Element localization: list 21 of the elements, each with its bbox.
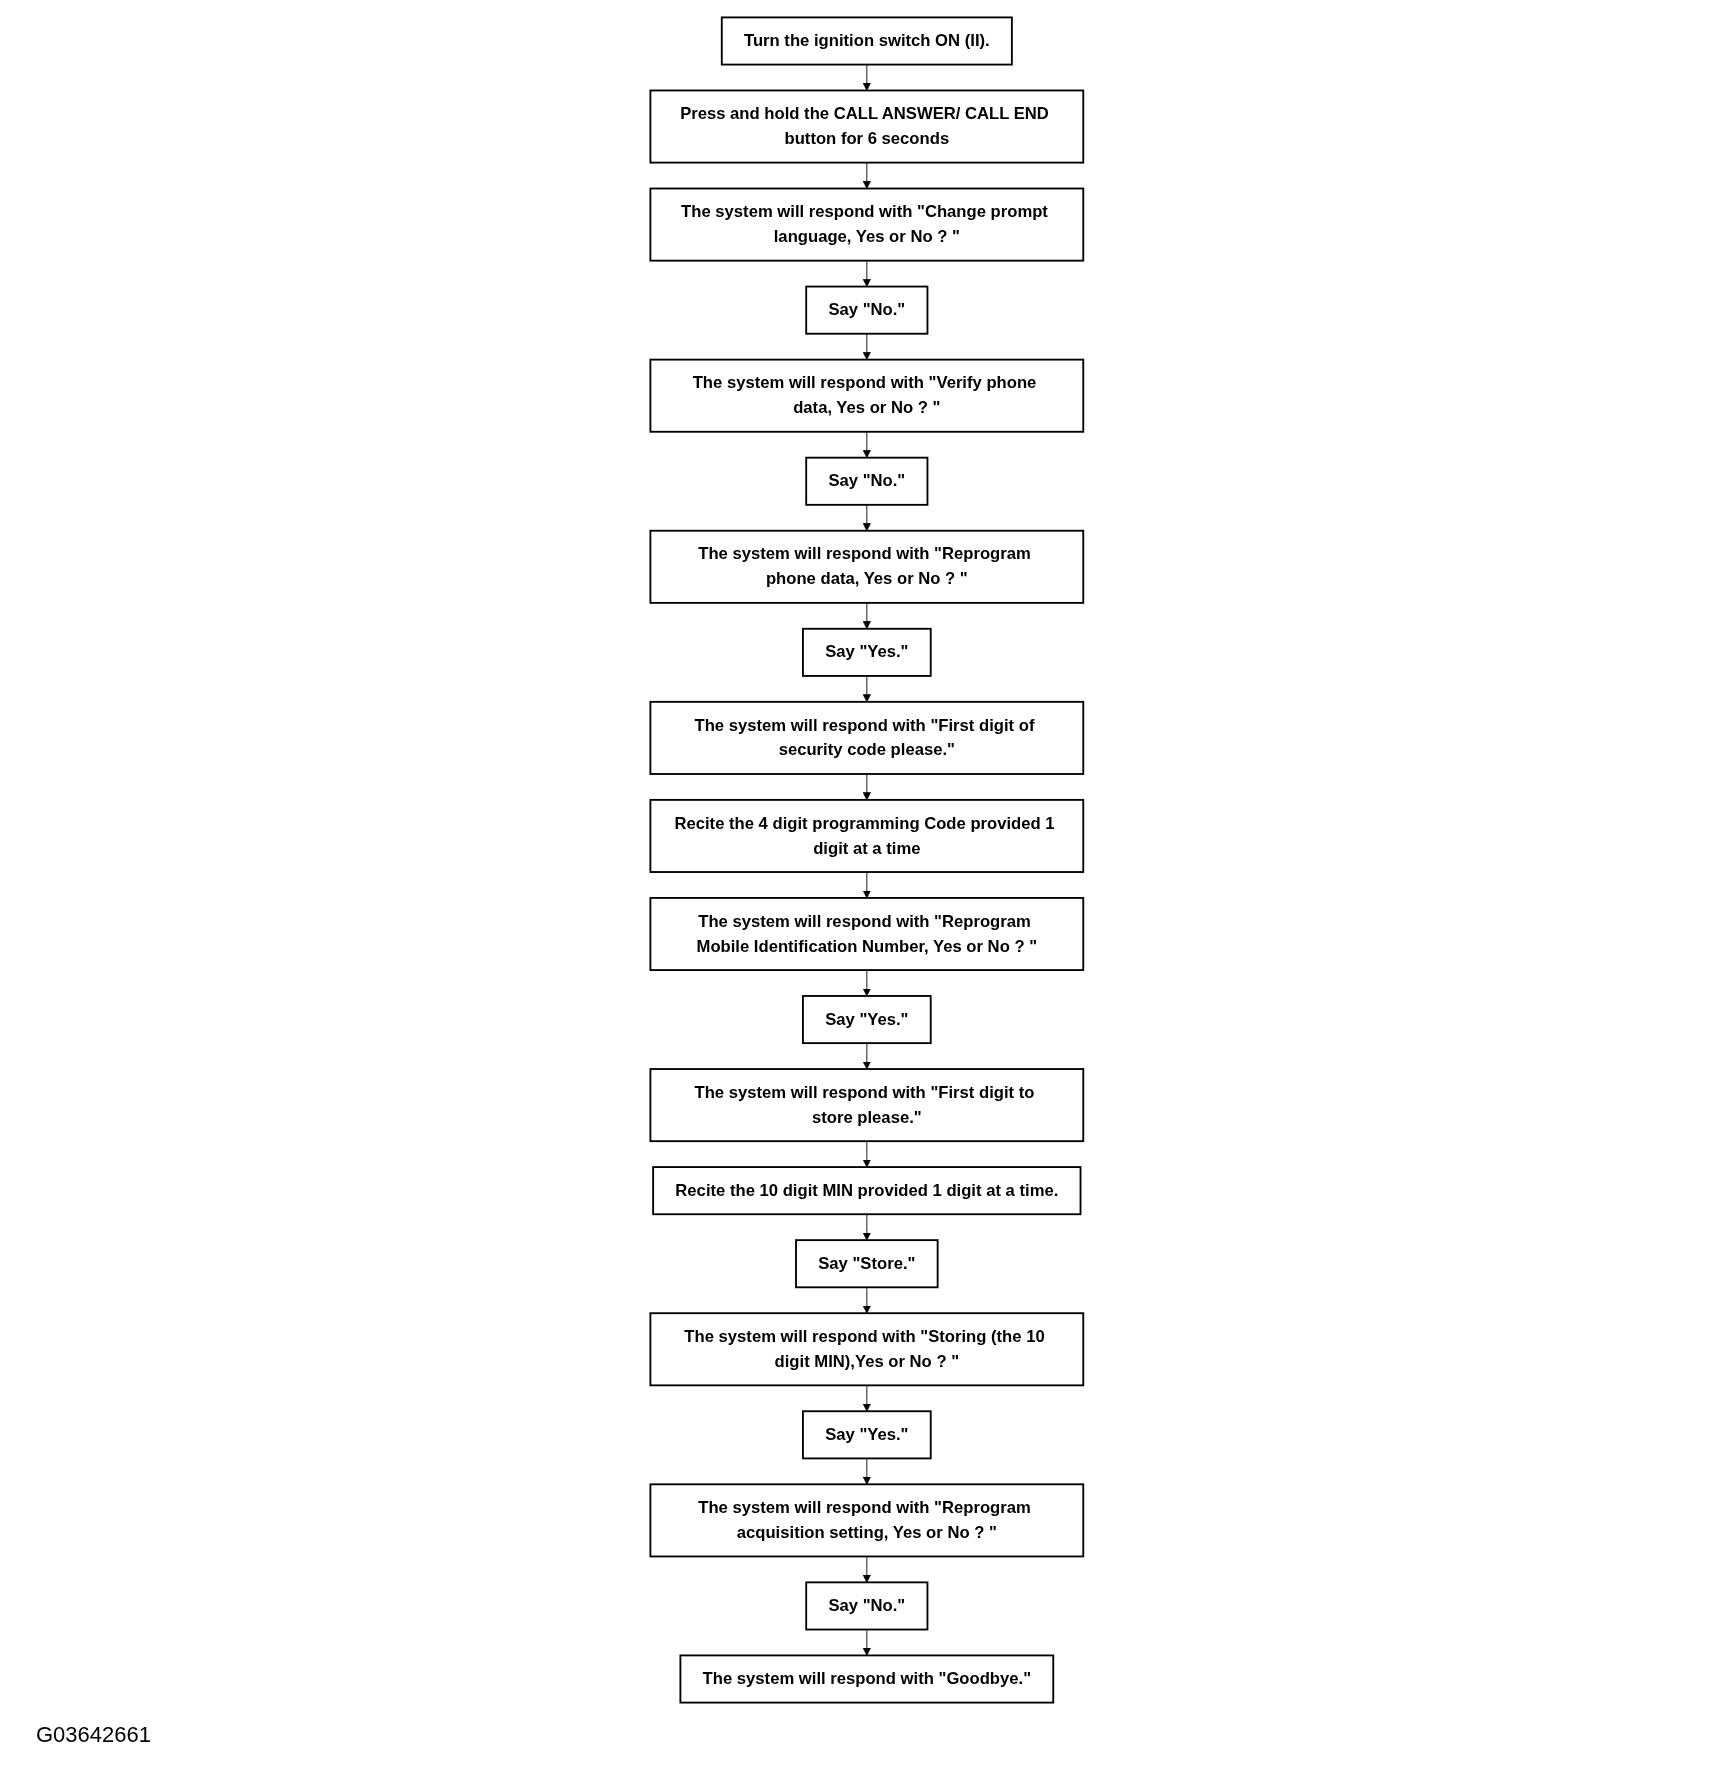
node-box: Say "Yes." <box>801 995 932 1045</box>
node-box: The system will respond with "Reprogram Mobile Identification Number, Yes or No ? " <box>649 897 1084 971</box>
node-box: Say "No." <box>804 285 929 335</box>
node-box: The system will respond with "Reprogram acquisition setting, Yes or No ? " <box>649 1483 1084 1558</box>
node-box: Say "No." <box>804 1581 929 1631</box>
node-box: Press and hold the CALL ANSWER/ CALL END button for 6 seconds <box>649 89 1084 164</box>
node-box: The system will respond with "Storing (the 10 digit MIN),Yes or No ? " <box>649 1312 1084 1387</box>
node-box: Say "No." <box>804 456 929 506</box>
node-box: The system will respond with "Change prompt language, Yes or No ? " <box>649 187 1084 262</box>
node-box: Recite the 4 digit programming Code provided 1 digit at a time <box>649 798 1084 873</box>
node-box: The system will respond with "Goodbye." <box>679 1654 1054 1704</box>
node-box: The system will respond with "First digit to store please." <box>649 1068 1084 1143</box>
node-box: Say "Store." <box>794 1239 939 1289</box>
node-box: Recite the 10 digit MIN provided 1 digit at a time. <box>651 1166 1082 1216</box>
node-box: Say "Yes." <box>801 627 932 677</box>
node-box: The system will respond with "Verify phone data, Yes or No ? " <box>649 358 1084 433</box>
figure-code: G03642661 <box>36 1722 151 1748</box>
node-box: Say "Yes." <box>801 1410 932 1460</box>
node-box: Turn the ignition switch ON (II). <box>720 16 1013 66</box>
node-box: The system will respond with "Reprogram phone data, Yes or No ? " <box>649 529 1084 604</box>
node-box: The system will respond with "First digit of security code please." <box>649 700 1084 775</box>
